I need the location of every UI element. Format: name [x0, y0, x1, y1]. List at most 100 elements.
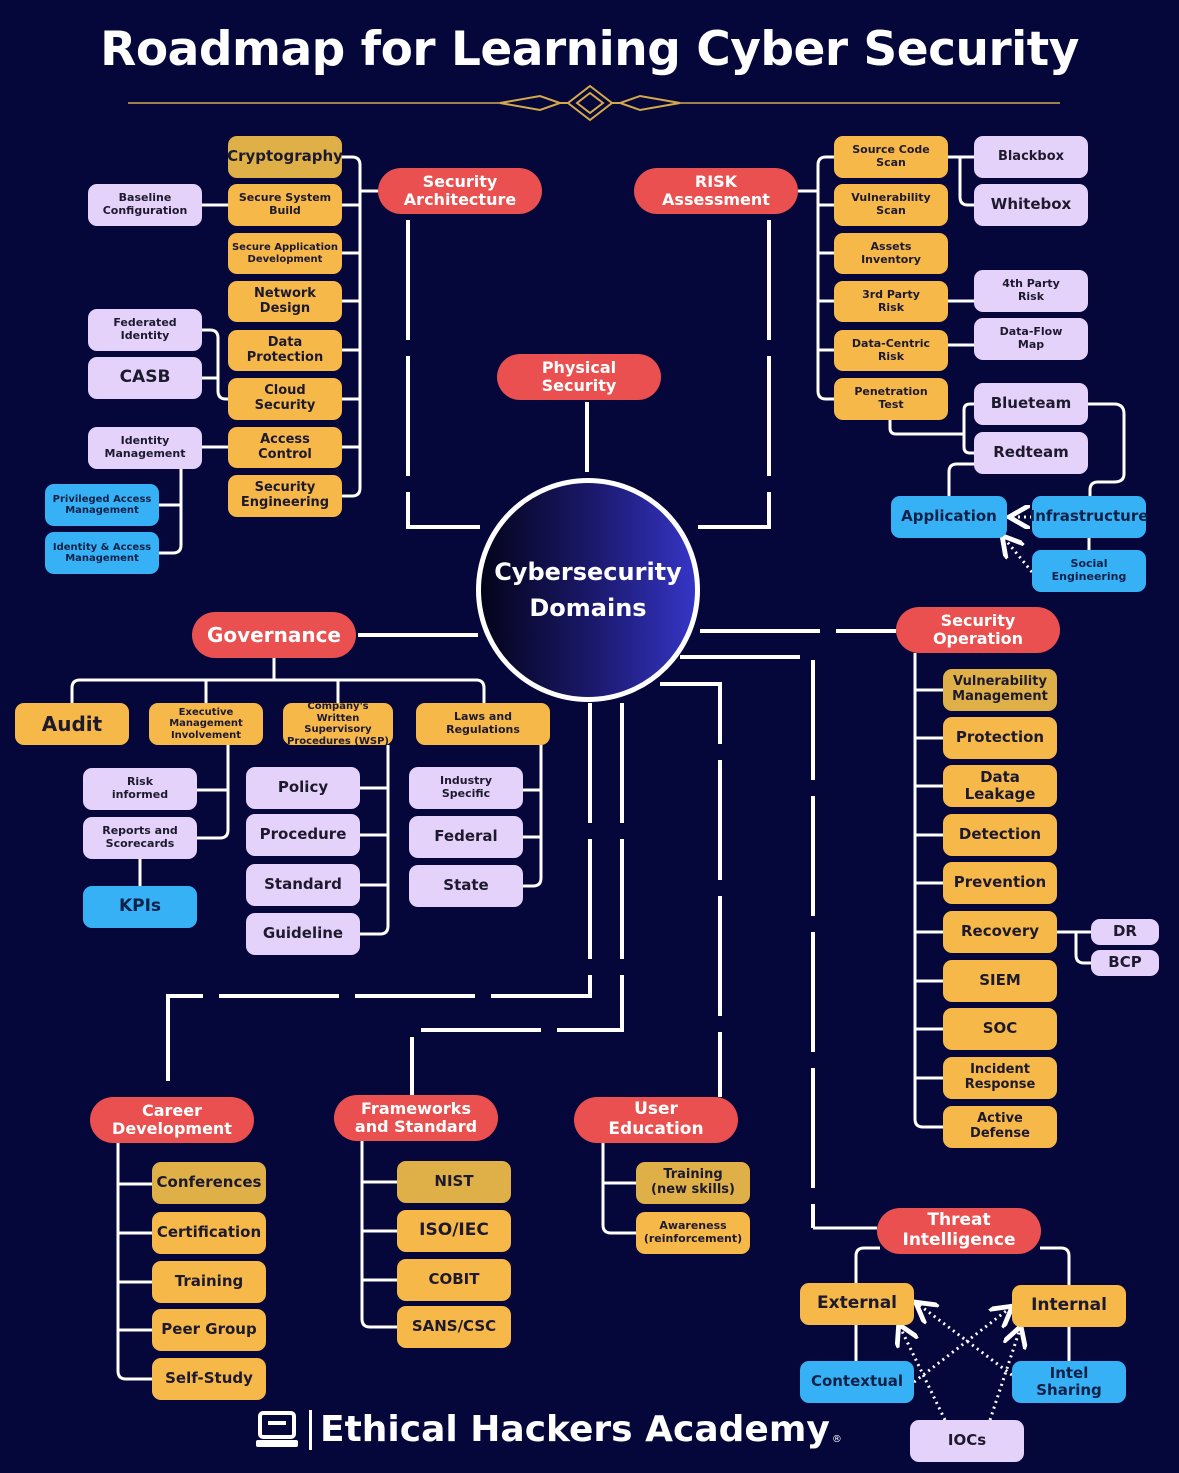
node-privileged-access-management[interactable]: Privileged Access Management — [45, 484, 159, 526]
connector-line — [360, 786, 388, 887]
domain-link-dashed — [660, 682, 722, 1097]
node-conferences[interactable]: Conferences — [152, 1162, 266, 1204]
node-external[interactable]: External — [800, 1283, 914, 1325]
node-iso-iec[interactable]: ISO/IEC — [397, 1210, 511, 1252]
node-security-architecture[interactable]: Security Architecture — [378, 168, 542, 214]
node-vulnerability-scan[interactable]: Vulnerability Scan — [834, 184, 948, 226]
node-guideline[interactable]: Guideline — [246, 913, 360, 955]
node-career-development[interactable]: Career Development — [90, 1097, 254, 1143]
connector-line — [915, 688, 943, 1080]
node-training[interactable]: Training — [152, 1261, 266, 1303]
node-cryptography[interactable]: Cryptography — [227, 136, 343, 178]
node-access-control[interactable]: Access Control — [228, 427, 342, 468]
node-executive-management[interactable]: Executive Management Involvement — [149, 703, 263, 745]
node-cobit[interactable]: COBIT — [397, 1259, 511, 1301]
node-dr[interactable]: DR — [1091, 919, 1159, 945]
node-federal[interactable]: Federal — [409, 816, 523, 858]
node-identity-management[interactable]: Identity Management — [88, 427, 202, 469]
node-reports-scorecards[interactable]: Reports and Scorecards — [83, 817, 197, 859]
node-application[interactable]: Application — [891, 496, 1007, 538]
node-vulnerability-management[interactable]: Vulnerability Management — [943, 669, 1057, 711]
node-iocs[interactable]: IOCs — [910, 1420, 1024, 1462]
node-soc[interactable]: SOC — [943, 1008, 1057, 1050]
node-peer-group[interactable]: Peer Group — [152, 1309, 266, 1351]
node-training-new-skills[interactable]: Training (new skills) — [636, 1162, 750, 1204]
node-secure-app-dev[interactable]: Secure Application Development — [228, 233, 342, 274]
node-user-education[interactable]: User Education — [574, 1097, 738, 1143]
node-redteam[interactable]: Redteam — [974, 432, 1088, 474]
node-fourth-party-risk[interactable]: 4th Party Risk — [974, 270, 1088, 312]
node-procedure[interactable]: Procedure — [246, 814, 360, 856]
node-physical-security[interactable]: Physical Security — [497, 354, 661, 400]
node-data-leakage[interactable]: Data Leakage — [943, 765, 1057, 807]
registered-mark: ® — [831, 1433, 842, 1445]
node-secure-system-build[interactable]: Secure System Build — [228, 184, 342, 226]
node-awareness[interactable]: Awareness (reinforcement) — [636, 1212, 750, 1254]
node-casb[interactable]: CASB — [88, 357, 202, 399]
node-self-study[interactable]: Self-Study — [152, 1358, 266, 1400]
node-threat-intelligence[interactable]: Threat Intelligence — [877, 1208, 1041, 1254]
connector-line — [1074, 932, 1091, 965]
node-incident-response[interactable]: Incident Response — [943, 1057, 1057, 1099]
node-data-centric-risk[interactable]: Data-Centric Risk — [834, 330, 948, 371]
connector-line — [601, 1143, 636, 1235]
connector-line — [360, 1141, 397, 1329]
node-infrastructure[interactable]: Infrastructure — [1030, 496, 1148, 538]
node-data-protection[interactable]: Data Protection — [228, 330, 342, 371]
node-protection[interactable]: Protection — [943, 717, 1057, 759]
node-nist[interactable]: NIST — [397, 1161, 511, 1203]
connector-line — [118, 1182, 152, 1332]
center-node-cybersecurity-domains[interactable]: Cybersecurity Domains — [476, 478, 700, 702]
connector-line — [816, 155, 834, 401]
node-assets-inventory[interactable]: Assets Inventory — [834, 233, 948, 274]
node-identity-access-management[interactable]: Identity & Access Management — [45, 532, 159, 574]
node-blueteam[interactable]: Blueteam — [974, 383, 1088, 425]
node-certification[interactable]: Certification — [152, 1212, 266, 1254]
node-network-design[interactable]: Network Design — [228, 281, 342, 322]
node-whitebox[interactable]: Whitebox — [974, 184, 1088, 226]
node-prevention[interactable]: Prevention — [943, 862, 1057, 904]
node-baseline-configuration[interactable]: Baseline Configuration — [88, 184, 202, 226]
node-intel-sharing[interactable]: Intel Sharing — [1012, 1361, 1126, 1403]
node-recovery[interactable]: Recovery — [943, 911, 1057, 953]
node-laws-regulations[interactable]: Laws and Regulations — [416, 703, 550, 745]
node-frameworks-standard[interactable]: Frameworks and Standard — [334, 1095, 498, 1141]
node-source-code-scan[interactable]: Source Code Scan — [834, 136, 948, 178]
connector-line — [1088, 402, 1126, 496]
connector-line — [116, 1143, 152, 1381]
node-social-engineering[interactable]: Social Engineering — [1032, 550, 1146, 592]
node-internal[interactable]: Internal — [1012, 1285, 1126, 1327]
node-security-operation[interactable]: Security Operation — [896, 607, 1060, 653]
node-penetration-test[interactable]: Penetration Test — [834, 378, 948, 420]
node-contextual[interactable]: Contextual — [800, 1361, 914, 1403]
node-federated-identity[interactable]: Federated Identity — [88, 309, 202, 351]
relation-arrow-dotted — [913, 1308, 1010, 1384]
node-third-party-risk[interactable]: 3rd Party Risk — [834, 281, 948, 322]
node-data-flow-map[interactable]: Data-Flow Map — [974, 318, 1088, 360]
node-bcp[interactable]: BCP — [1091, 950, 1159, 976]
node-active-defense[interactable]: Active Defense — [943, 1106, 1057, 1148]
node-governance[interactable]: Governance — [192, 612, 356, 658]
node-state[interactable]: State — [409, 865, 523, 907]
node-blackbox[interactable]: Blackbox — [974, 136, 1088, 178]
node-standard[interactable]: Standard — [246, 864, 360, 906]
node-siem[interactable]: SIEM — [943, 960, 1057, 1002]
node-risk-informed[interactable]: Risk informed — [83, 768, 197, 810]
domain-link-dashed — [406, 220, 480, 529]
connector-line — [70, 678, 486, 703]
node-risk-assessment[interactable]: RISK Assessment — [634, 168, 798, 214]
connector-line — [342, 155, 362, 498]
node-cloud-security[interactable]: Cloud Security — [228, 378, 342, 420]
connector-line — [888, 420, 964, 436]
node-audit[interactable]: Audit — [15, 703, 129, 745]
node-policy[interactable]: Policy — [246, 767, 360, 809]
node-sans-csc[interactable]: SANS/CSC — [397, 1306, 511, 1348]
node-kpis[interactable]: KPIs — [83, 886, 197, 928]
relation-arrow-dotted — [918, 1304, 1013, 1377]
node-industry-specific[interactable]: Industry Specific — [409, 767, 523, 809]
node-written-supervisory-procedures[interactable]: Company's Written Supervisory Procedures… — [283, 701, 393, 747]
node-detection[interactable]: Detection — [943, 814, 1057, 856]
connector-line — [197, 745, 230, 840]
node-security-engineering[interactable]: Security Engineering — [228, 475, 342, 517]
